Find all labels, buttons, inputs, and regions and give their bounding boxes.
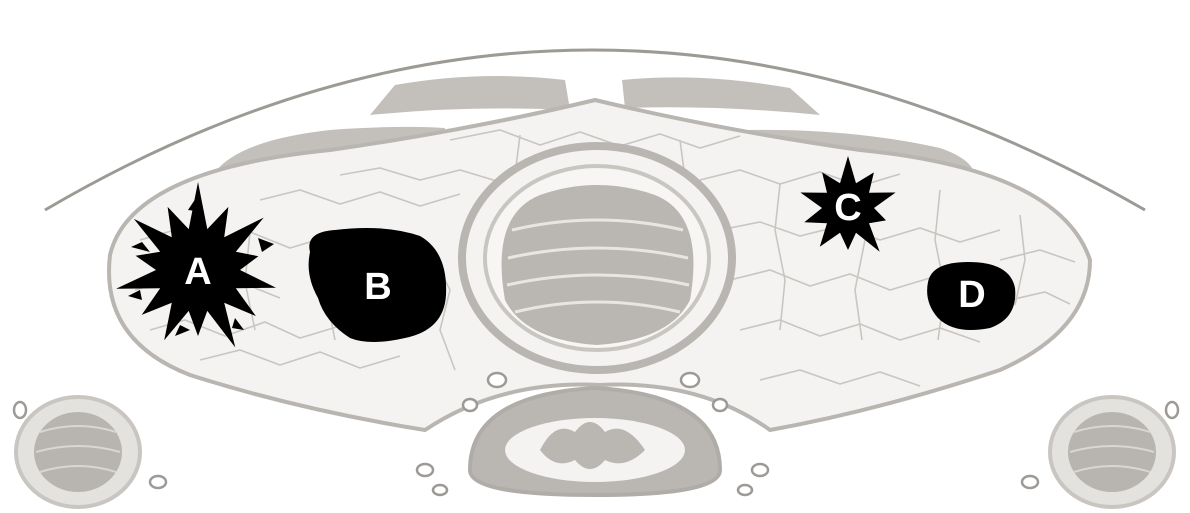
lesion-d: D [927,262,1015,330]
lesion-a-label: A [184,251,211,293]
left-upper-muscle [370,76,570,115]
right-arm-section [1050,397,1174,507]
lesion-c-label: C [834,187,861,229]
lesion-d-label: D [958,274,985,316]
right-upper-muscle [622,77,820,115]
central-organ [502,185,694,345]
lesion-b-label: B [364,266,391,308]
left-arm-section [16,397,140,507]
